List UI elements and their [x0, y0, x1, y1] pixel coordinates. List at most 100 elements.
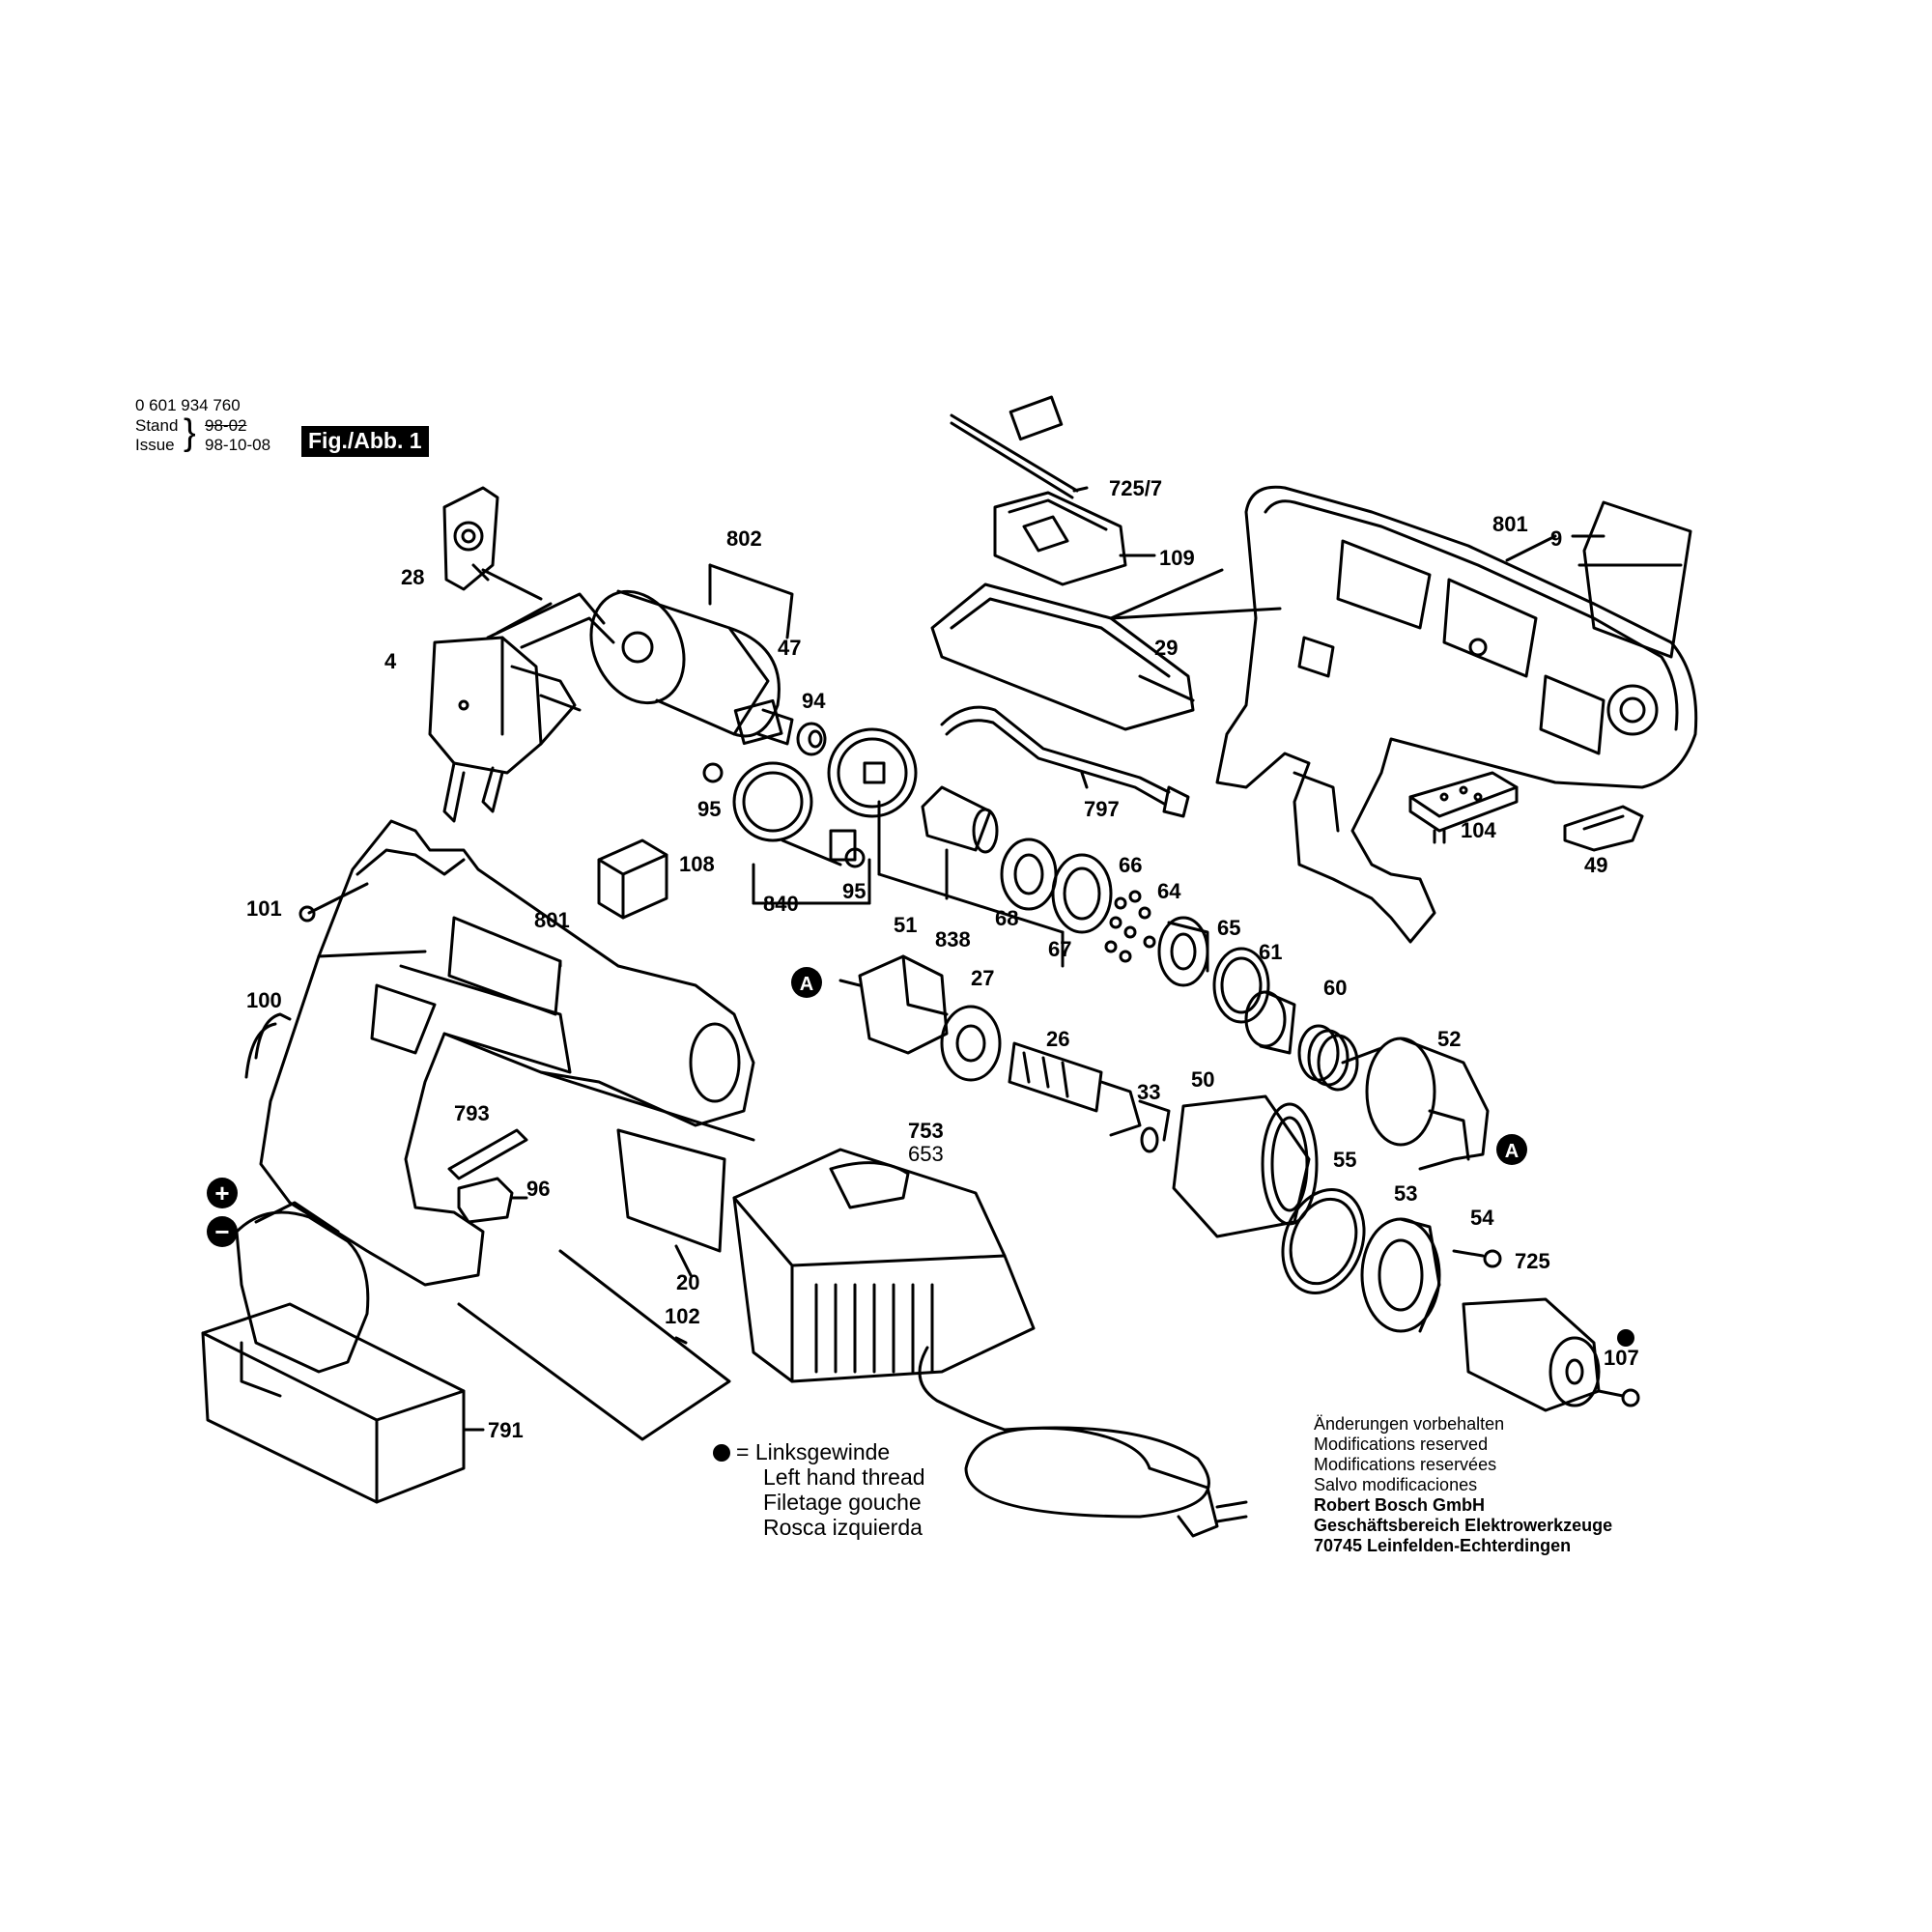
- legend: = Linksgewinde Left hand thread Filetage…: [713, 1439, 925, 1540]
- part-label-55: 55: [1333, 1148, 1356, 1172]
- notes-company: Robert Bosch GmbH: [1314, 1495, 1486, 1515]
- notes-division: Geschäftsbereich Elektrowerkzeuge: [1314, 1516, 1613, 1535]
- part-label-61: 61: [1259, 940, 1282, 964]
- part-label-60: 60: [1323, 976, 1347, 1000]
- notes-fr: Modifications reservées: [1314, 1455, 1497, 1474]
- part-label-4: 4: [384, 649, 397, 673]
- spring-60-drawing: [1297, 1024, 1359, 1092]
- part-label-753: 753: [908, 1119, 944, 1143]
- gear-840-drawing: [732, 761, 871, 905]
- bearing-27-drawing: [940, 1005, 1002, 1082]
- part-label-27: 27: [971, 966, 994, 990]
- marker-plus: +: [214, 1179, 229, 1208]
- part-label-64: 64: [1157, 879, 1181, 903]
- slide-49-drawing: [1563, 805, 1644, 852]
- chuck-key-drawing: [950, 395, 1089, 499]
- part-label-96: 96: [526, 1177, 550, 1201]
- brace-icon: }: [184, 412, 196, 453]
- part-label-101: 101: [246, 896, 282, 921]
- part-label-95-a: 95: [697, 797, 721, 821]
- stand-value: 98-02: [205, 416, 247, 435]
- part-label-53: 53: [1394, 1181, 1417, 1206]
- lead-100-drawing: [244, 1012, 292, 1079]
- housing-801-top-drawing: [1215, 485, 1698, 944]
- part-label-109: 109: [1159, 546, 1195, 570]
- legend-es: Rosca izquierda: [763, 1515, 923, 1540]
- part-label-725: 725: [1515, 1249, 1550, 1273]
- part-label-67: 67: [1048, 937, 1071, 961]
- part-label-49: 49: [1584, 853, 1607, 877]
- holder-96-drawing: [457, 1177, 528, 1224]
- brush-leads-drawing: [486, 592, 615, 649]
- part-label-33: 33: [1137, 1080, 1160, 1104]
- notes-es: Salvo modificaciones: [1314, 1475, 1478, 1494]
- part-label-102: 102: [665, 1304, 700, 1328]
- part-label-51: 51: [894, 913, 917, 937]
- nut-53-drawing: [1360, 1217, 1441, 1333]
- ring-gear-67-drawing: [1051, 853, 1113, 934]
- marker-minus: −: [214, 1217, 229, 1246]
- part-label-725-7: 725/7: [1109, 476, 1162, 500]
- stand-label: Stand: [135, 416, 179, 435]
- chuck-725-drawing: [1462, 1297, 1601, 1412]
- ring-61-drawing: [1244, 990, 1296, 1055]
- gear-housing-52-drawing: [1341, 1037, 1490, 1171]
- part-label-840: 840: [763, 892, 799, 916]
- gear-47-drawing: [827, 727, 918, 818]
- board-104-drawing: [1408, 771, 1519, 844]
- screw-54-drawing: [1452, 1249, 1502, 1268]
- screw-107-drawing: [1597, 1388, 1640, 1407]
- part-label-107: 107: [1604, 1346, 1639, 1370]
- notes-block: Änderungen vorbehalten Modifications res…: [1314, 1414, 1612, 1556]
- part-label-838: 838: [935, 927, 971, 952]
- bit-793-drawing: [447, 1128, 528, 1180]
- part-label-20: 20: [676, 1270, 699, 1294]
- label-plate-9-drawing: [1571, 500, 1692, 659]
- part-label-29: 29: [1154, 636, 1178, 660]
- part-label-793: 793: [454, 1101, 490, 1125]
- issue-label: Issue: [135, 436, 175, 454]
- cover-109-drawing: [993, 491, 1156, 586]
- notes-de: Änderungen vorbehalten: [1314, 1414, 1505, 1434]
- part-label-801-top: 801: [1492, 512, 1528, 536]
- spindle-26-drawing: [1008, 1041, 1171, 1142]
- part-label-791: 791: [488, 1418, 524, 1442]
- part-label-94: 94: [802, 689, 826, 713]
- shaft-838-drawing: [877, 785, 1065, 968]
- washer-95-drawing: [702, 762, 866, 868]
- marker-a-right: A: [1505, 1141, 1519, 1162]
- part-label-28: 28: [401, 565, 424, 589]
- part-label-802: 802: [726, 526, 762, 551]
- motor-802-drawing: [589, 563, 794, 746]
- marker-a-left: A: [800, 974, 813, 995]
- bearing-68-drawing: [1000, 838, 1058, 911]
- clip-29-drawing: [930, 568, 1282, 731]
- legend-prefix: =: [736, 1439, 750, 1464]
- part-label-68: 68: [995, 906, 1018, 930]
- part-label-653: 653: [908, 1142, 944, 1166]
- marker-minus-circle: [207, 1216, 238, 1247]
- sleeve-50-drawing: [1172, 1094, 1319, 1238]
- issue-value: 98-10-08: [205, 436, 271, 454]
- part-label-100: 100: [246, 988, 282, 1012]
- part-label-50: 50: [1191, 1067, 1214, 1092]
- notes-address: 70745 Leinfelden-Echterdingen: [1314, 1536, 1572, 1555]
- part-number: 0 601 934 760: [135, 396, 241, 414]
- legend-row-de: = Linksgewinde: [713, 1439, 925, 1464]
- filter-108-drawing: [597, 838, 668, 920]
- legend-de: Linksgewinde: [754, 1439, 891, 1464]
- part-label-26: 26: [1046, 1027, 1069, 1051]
- charger-753-drawing: [732, 1148, 1248, 1538]
- part-label-65: 65: [1217, 916, 1240, 940]
- marker-a-right-circle: [1496, 1134, 1527, 1165]
- legend-fr: Filetage gouche: [763, 1490, 922, 1515]
- bearing-94-drawing: [796, 722, 827, 756]
- part-label-797: 797: [1084, 797, 1120, 821]
- strap-797-drawing: [940, 705, 1190, 818]
- part-label-104: 104: [1461, 818, 1496, 842]
- spindle-gear-64-drawing: [1157, 916, 1209, 987]
- notes-en: Modifications reserved: [1314, 1435, 1489, 1454]
- balls-66-drawing: [1104, 890, 1156, 963]
- oring-33-drawing: [1140, 1126, 1159, 1153]
- figure-label: Fig./Abb. 1: [301, 426, 429, 457]
